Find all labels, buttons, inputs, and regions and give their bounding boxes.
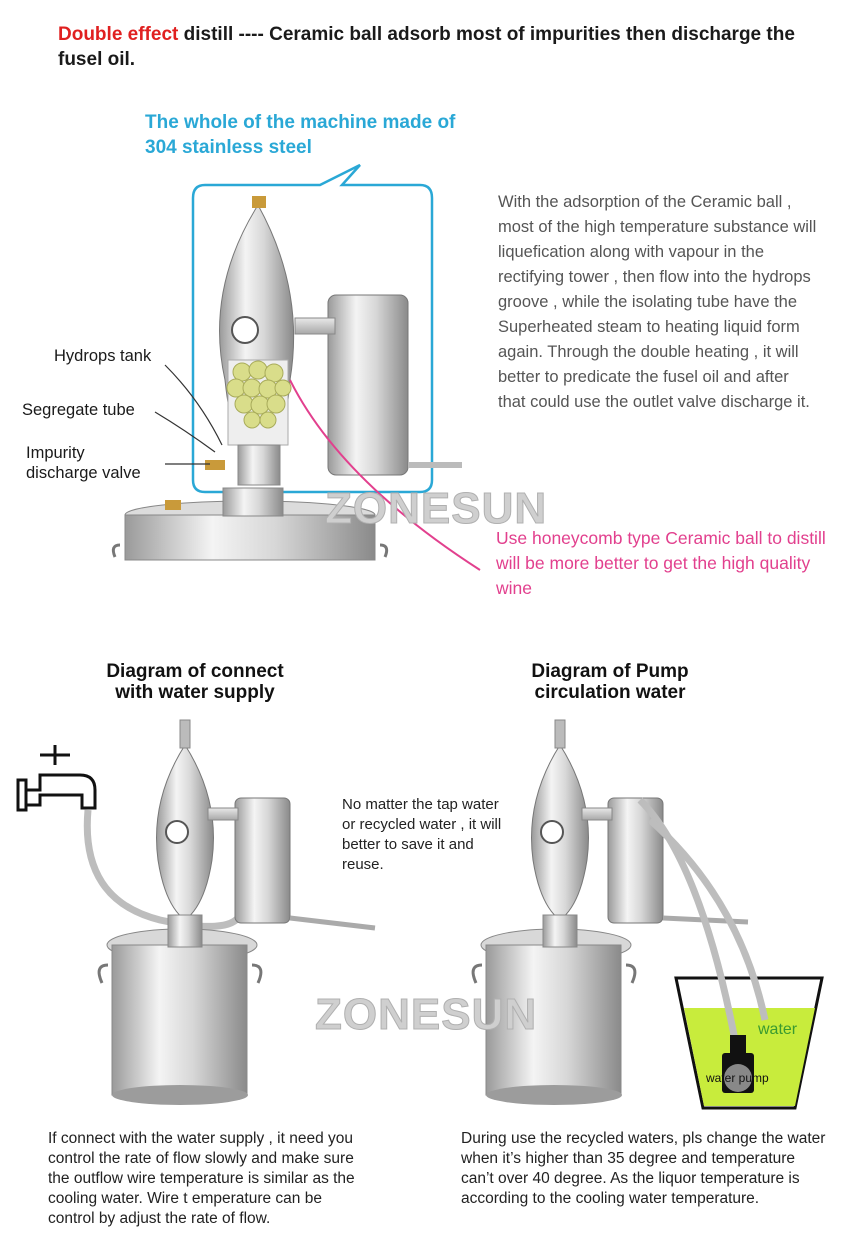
adsorption-description: With the adsorption of the Ceramic ball …	[498, 193, 817, 411]
bottom-left-text: If connect with the water supply , it ne…	[48, 1130, 355, 1227]
boiler-pot-left	[97, 928, 263, 1105]
label-impurity-line1: Impurity	[26, 444, 85, 462]
leader-lines	[154, 364, 223, 465]
water-label: water	[758, 1021, 798, 1038]
rectifying-column-left	[156, 719, 214, 948]
diagram-right-title-line2: circulation water	[534, 682, 686, 703]
condenser-left	[207, 797, 376, 931]
diagram-left-title-line1: Diagram of connect	[106, 661, 284, 682]
diagram-left-title-line2: with water supply	[115, 682, 275, 703]
watermark-bottom: ZONESUN	[314, 990, 538, 1040]
rectifying-column-right	[531, 719, 589, 948]
label-hydrops-tank: Hydrops tank	[54, 347, 152, 365]
label-impurity-line2: discharge valve	[26, 464, 141, 482]
stainless-callout-title: The whole of the machine made of 304 sta…	[145, 112, 456, 158]
page-headline: Double effect distill ---- Ceramic ball …	[58, 22, 828, 72]
pump-label: water pump	[706, 1071, 769, 1085]
bottom-right-text: During use the recycled waters, pls chan…	[461, 1130, 826, 1207]
water-pump-icon	[722, 1035, 754, 1093]
stainless-callout-frame	[191, 163, 434, 494]
boiler-pot-top	[111, 487, 389, 561]
condenser-top	[294, 294, 462, 476]
honeycomb-note: Use honeycomb type Ceramic ball to disti…	[496, 528, 826, 598]
diagram-right-title: Diagram of Pump circulation water	[495, 661, 725, 703]
headline-highlight: Double effect	[58, 24, 179, 45]
diagram-right-title-line1: Diagram of Pump	[531, 661, 689, 682]
ceramic-balls	[226, 360, 292, 429]
faucet-icon	[16, 745, 97, 812]
honeycomb-pointer	[289, 379, 481, 571]
condenser-right	[581, 797, 749, 925]
headline-rest: distill ---- Ceramic ball adsorb most of…	[58, 24, 795, 70]
water-hose-left	[83, 809, 244, 930]
rectifying-column-top	[165, 196, 295, 510]
diagram-left-title: Diagram of connect with water supply	[80, 661, 310, 703]
middle-note: No matter the tap water or recycled wate…	[342, 796, 502, 873]
boiler-pot-right	[471, 928, 637, 1105]
watermark-top: ZONESUN	[324, 484, 548, 534]
circulation-hoses	[637, 797, 769, 1041]
label-segregate-tube: Segregate tube	[22, 401, 135, 419]
